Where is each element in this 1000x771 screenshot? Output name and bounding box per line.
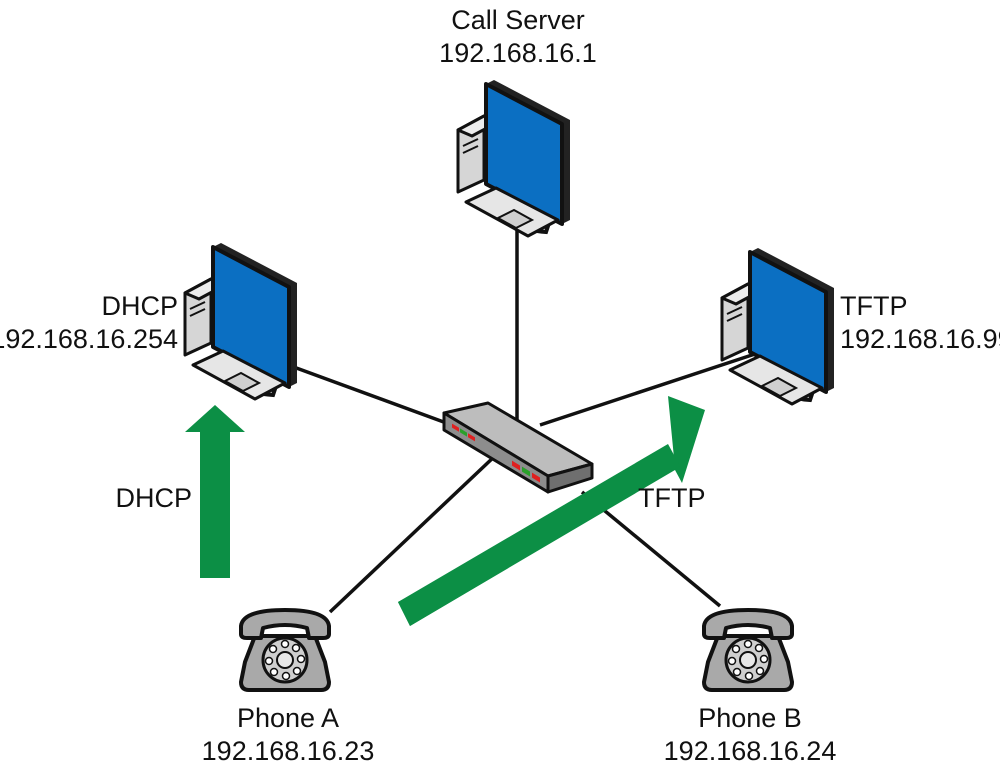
call-server-ip: 192.168.16.1 — [439, 38, 597, 68]
phone-b-icon — [702, 608, 794, 692]
phone-b-ip: 192.168.16.24 — [663, 736, 837, 766]
dhcp-server-name: DHCP — [101, 291, 178, 321]
link-tftp — [539, 352, 756, 427]
tftp-server-name: TFTP — [840, 291, 908, 321]
link-phone-a — [328, 453, 498, 614]
links — [279, 225, 756, 614]
tftp-server-label: TFTP 192.168.16.99 — [840, 290, 1000, 356]
dhcp-server-ip: 192.168.16.254 — [0, 324, 178, 354]
phone-a-name: Phone A — [236, 703, 340, 733]
dhcp-flow-arrow — [185, 405, 245, 578]
tftp-flow-label: TFTP — [638, 483, 706, 513]
phone-a-ip: 192.168.16.23 — [201, 736, 375, 766]
phone-a-label: Phone A 192.168.16.23 — [202, 702, 375, 768]
call-server-computer-icon — [456, 78, 572, 238]
dhcp-server-computer-icon — [183, 241, 299, 401]
switch — [442, 401, 594, 494]
dhcp-server-label: DHCP 192.168.16.254 — [0, 290, 178, 356]
tftp-server-ip: 192.168.16.99 — [840, 324, 1000, 354]
tftp-flow-arrow — [398, 396, 705, 626]
dhcp-flow-label: DHCP — [115, 483, 192, 513]
phone-a-icon — [239, 608, 331, 692]
call-server-name: Call Server — [451, 5, 585, 35]
phone-b-name: Phone B — [698, 703, 802, 733]
link-dhcp — [279, 360, 461, 430]
call-server-label: Call Server 192.168.16.1 — [439, 4, 597, 70]
phone-b-label: Phone B 192.168.16.24 — [664, 702, 837, 768]
tftp-server-computer-icon — [720, 246, 836, 406]
